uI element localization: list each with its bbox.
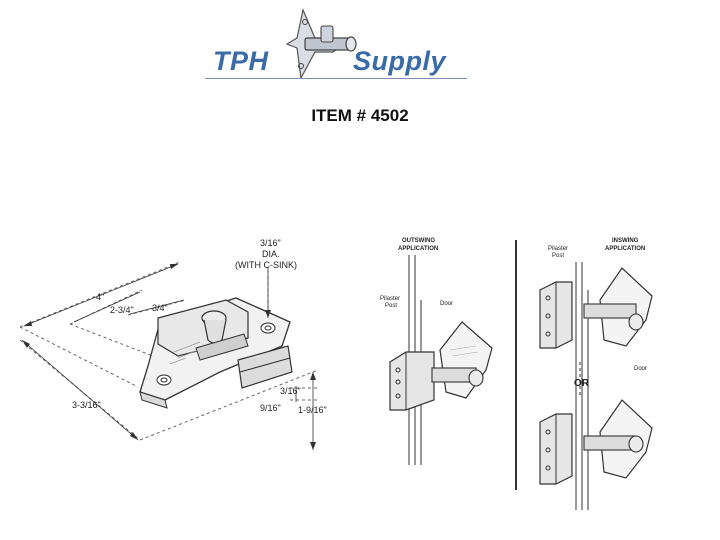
latch-logo-icon (285, 8, 357, 78)
inswing-or-label: OR (574, 378, 590, 389)
outswing-door-label: Door (440, 301, 453, 307)
length-2-3-4-label: 2-3/4" (110, 305, 134, 315)
height-3-16-label: 3/16" (280, 386, 301, 396)
hole-dia-label: DIA. (262, 249, 280, 259)
outswing-pilaster-label-1: Pilaster (380, 296, 400, 302)
inswing-heading-2: APPLICATION (605, 246, 645, 252)
height-1-9-16-label: 1-9/16" (298, 405, 327, 415)
logo-word-supply: Supply (353, 46, 447, 76)
length-3-3-16-label: 3-3/16" (72, 400, 101, 410)
outswing-heading-2: APPLICATION (398, 246, 438, 252)
length-3-4-label: 3/4" (152, 303, 168, 313)
dimension-labels: 3/16" DIA. (WITH C-SINK) 4" 2-3/4" 3/4" … (72, 238, 327, 415)
logo-underline (205, 78, 467, 79)
logo-word-tph: TPH (213, 46, 269, 76)
inswing-labels: INSWING APPLICATION Pilaster Post Door O… (548, 238, 647, 389)
hole-sink-label: (WITH C-SINK) (235, 260, 297, 270)
outswing-pilaster-label-2: Post (385, 303, 397, 309)
inswing-heading-1: INSWING (612, 238, 639, 244)
inswing-pilaster-label-1: Pilaster (548, 246, 568, 252)
outswing-labels: OUTSWING APPLICATION Pilaster Post Door (380, 238, 453, 309)
tph-supply-logo: TPH Supply (205, 8, 470, 80)
hole-size-label: 3/16" (260, 238, 281, 248)
inswing-door-label: Door (634, 366, 647, 372)
item-number-title: ITEM # 4502 (311, 106, 409, 125)
width-4-label: 4" (96, 292, 104, 302)
inswing-pilaster-label-2: Post (552, 253, 564, 259)
height-9-16-label: 9/16" (260, 403, 281, 413)
outswing-heading-1: OUTSWING (402, 238, 435, 244)
